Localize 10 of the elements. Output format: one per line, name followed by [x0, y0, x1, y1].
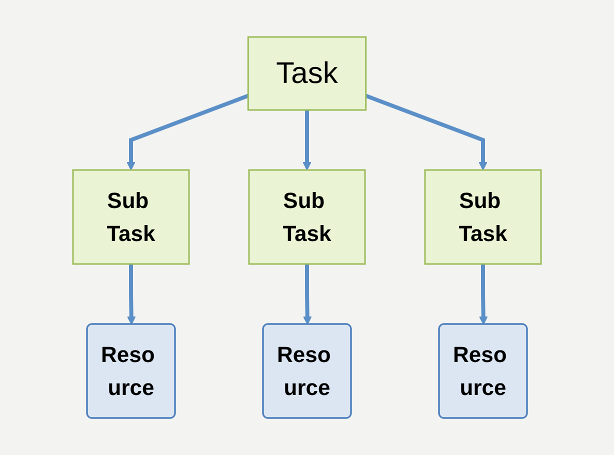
node-box: Sub Task	[248, 169, 366, 265]
node-box: Sub Task	[72, 169, 190, 265]
arrow	[302, 110, 312, 170]
node-box: Task	[247, 36, 367, 111]
arrow	[478, 264, 488, 325]
arrow	[126, 94, 249, 170]
arrow	[365, 94, 488, 170]
node-box: Sub Task	[424, 169, 542, 265]
arrow	[302, 264, 312, 325]
arrow	[126, 264, 136, 325]
